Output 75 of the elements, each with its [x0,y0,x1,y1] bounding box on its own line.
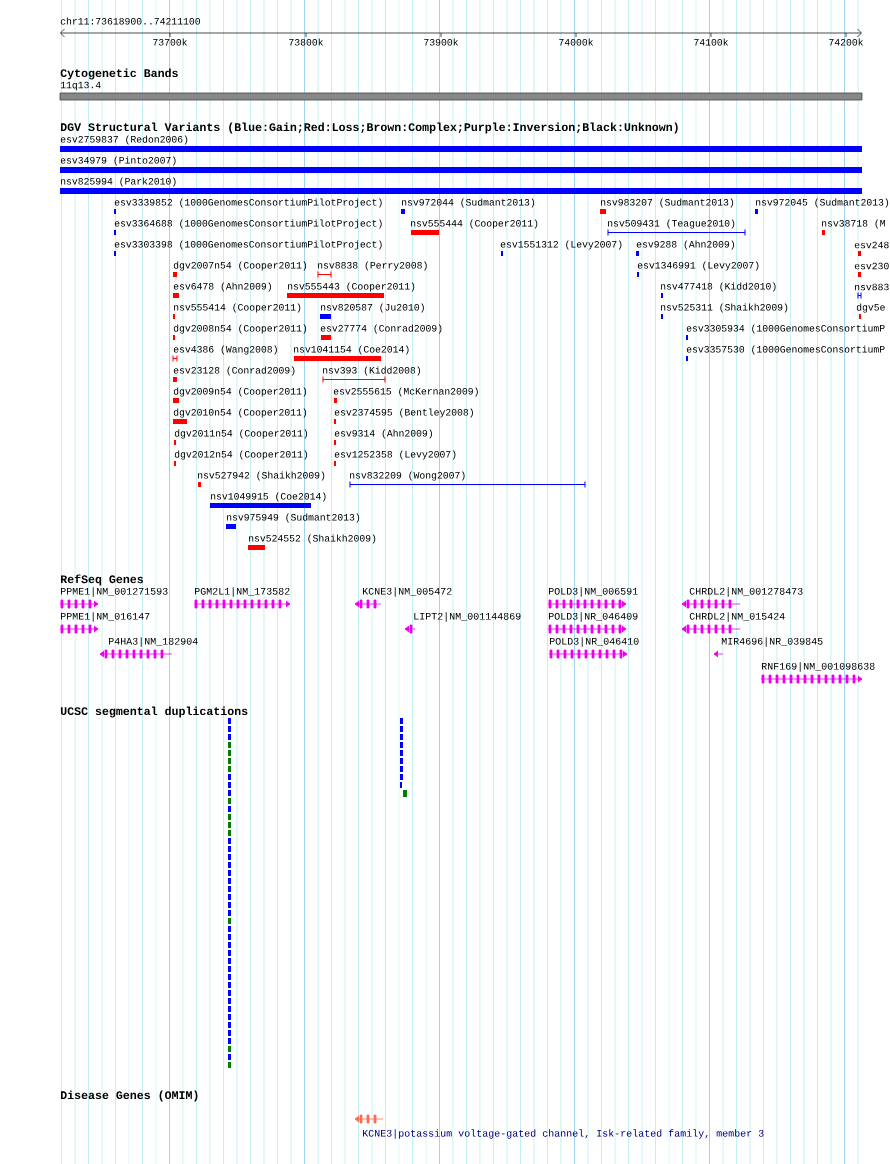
variant-label: nsv477418 (Kidd2010) [661,282,776,292]
track-title: Cytogenetic Bands [60,68,178,80]
gene-label: PGM2L1|NM_173582 [195,587,290,597]
gene-label: POLD3|NR_046410 [550,637,639,647]
tick-label: 74000k [559,38,594,46]
gene-label: P4HA3|NM_182904 [109,637,198,647]
position-label: chr11:73618900..74211100 [60,17,200,25]
variant-label: nsv527942 (Shaikh2009) [198,471,325,481]
tick-label: 73900k [424,38,459,46]
gene-label: CHRDL2|NM_015424 [689,612,785,622]
tick-label: 74200k [829,38,864,46]
gene-label: MIR4696|NR_039845 [721,637,823,647]
variant-label: dgv2007n54 (Cooper2011) [173,261,307,271]
variant-label: nsv1041154 (Coe2014) [294,345,409,355]
variant-label: esv34979 (Pinto2007) [60,156,176,166]
gene-label: PPME1|NM_016147 [61,612,150,622]
variant-label: nsv883 [855,283,889,291]
variant-label: esv230 [854,262,889,270]
variant-label: dgv2010n54 (Cooper2011) [173,408,307,418]
variant-label: esv9288 (Ahn2009) [636,240,734,250]
gene-label: KCNE3|NM_005472 [363,587,452,597]
variant-label: esv248 [854,241,889,249]
variant-label: esv1252358 (Levy2007) [334,450,456,460]
variant-label: nsv983207 (Sudmant2013) [601,198,734,208]
variant-label: nsv524552 (Shaikh2009) [249,534,376,544]
variant-label: dgv2011n54 (Cooper2011) [174,429,308,439]
variant-label: esv3364688 (1000GenomesConsortiumPilotProject) [114,219,382,229]
gene-label: KCNE3|potassium voltage-gated channel, Isk-related family, member 3 [363,1129,764,1139]
variant-label: dgv2009n54 (Cooper2011) [173,387,307,397]
variant-label: nsv555414 (Cooper2011) [174,303,301,313]
variant-label: nsv393 (Kidd2008) [323,366,420,376]
variant-label: dgv2012n54 (Cooper2011) [174,450,308,460]
variant-label: esv3339852 (1000GenomesConsortiumPilotProject) [114,198,382,208]
track-title: DGV Structural Variants (Blue:Gain;Red:Loss;Brown:Complex;Purple:Inversion;Black:Unknown) [60,122,678,134]
gene-label: CHRDL2|NM_001278473 [689,587,803,597]
tick-label: 74100k [694,38,729,46]
gene-label: PPME1|NM_001271593 [61,587,168,597]
variant-label: nsv555443 (Cooper2011) [288,282,415,292]
variant-label: nsv972044 (Sudmant2013) [402,198,535,208]
variant-label: nsv8838 (Perry2008) [318,261,427,271]
variant-label: nsv38718 (M [822,219,885,229]
band-label: 11q13.4 [60,81,101,91]
tick-label: 73700k [153,38,188,46]
variant-label: esv9314 (Ahn2009) [334,429,432,439]
variant-label: esv3303398 (1000GenomesConsortiumPilotProject) [114,240,382,250]
variant-label: esv3305934 (1000GenomesConsortiumP [686,324,885,334]
variant-label: nsv975949 (Sudmant2013) [227,513,360,523]
variant-label: nsv1049915 (Coe2014) [211,492,326,502]
variant-label: dgv5e [856,303,885,313]
tick-label: 73800k [289,38,324,46]
variant-label: esv1346991 (Levy2007) [637,261,759,271]
variant-label: esv3357530 (1000GenomesConsortiumP [686,345,885,355]
variant-label: esv2759837 (Redon2006) [60,135,188,145]
variant-label: esv2374595 (Bentley2008) [334,408,473,418]
variant-label: esv27774 (Conrad2009) [320,324,442,334]
gene-label: LIPT2|NM_001144869 [414,612,521,622]
gene-label: RNF169|NM_001098638 [762,662,875,672]
variant-label: esv4386 (Wang2008) [173,345,277,355]
track-title: Disease Genes (OMIM) [60,1090,198,1102]
variant-label: nsv832209 (Wong2007) [350,471,465,481]
variant-label: nsv820587 (Ju2010) [321,303,424,313]
variant-label: nsv525311 (Shaikh2009) [661,303,788,313]
variant-label: nsv825994 (Park2010) [61,177,176,187]
variant-label: nsv972045 (Sudmant2013) [756,198,889,208]
variant-label: nsv555444 (Cooper2011) [411,219,538,229]
track-title: RefSeq Genes [61,574,143,586]
gene-label: POLD3|NM_006591 [549,587,638,597]
variant-label: dgv2008n54 (Cooper2011) [173,324,307,334]
track-title: UCSC segmental duplications [60,706,248,718]
variant-label: esv1551312 (Levy2007) [500,240,622,250]
variant-label: esv6478 (Ahn2009) [173,282,271,292]
variant-label: esv2555615 (McKernan2009) [333,387,478,397]
variant-label: esv23128 (Conrad2009) [173,366,295,376]
gene-label: POLD3|NR_046409 [549,612,638,622]
variant-label: nsv509431 (Teague2010) [608,219,735,229]
